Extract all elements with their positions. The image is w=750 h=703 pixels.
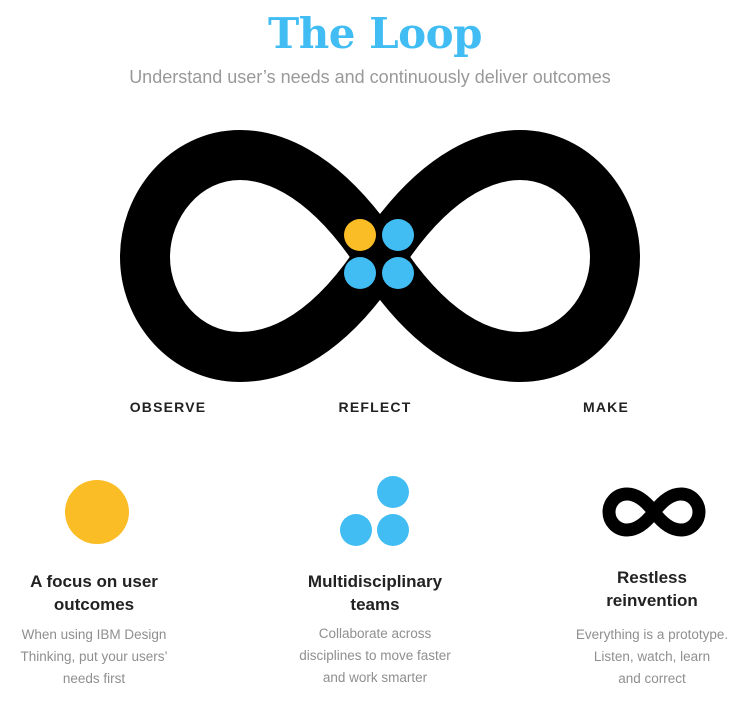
feature-body-restless-reinvention: Everything is a prototype. Listen, watch… <box>532 624 750 690</box>
infinity-icon <box>602 487 706 537</box>
heading-line: reinvention <box>606 591 698 610</box>
heading-line: Restless <box>617 568 687 587</box>
yellow-circle-icon <box>65 480 129 544</box>
body-line: When using IBM Design <box>21 627 167 642</box>
body-line: disciplines to move faster <box>299 648 451 663</box>
center-dot-blue <box>382 219 414 251</box>
feature-heading-multidisciplinary: Multidisciplinary teams <box>255 570 495 616</box>
heading-line: teams <box>350 595 400 614</box>
center-dot-yellow <box>344 219 376 251</box>
heading-line: Multidisciplinary <box>307 572 443 591</box>
body-line: Collaborate across <box>318 626 432 641</box>
center-dot-blue <box>382 257 414 289</box>
stage-label-observe: OBSERVE <box>129 399 207 415</box>
feature-heading-user-outcomes: A focus on user outcomes <box>0 570 214 616</box>
body-line: needs first <box>62 671 126 686</box>
body-line: and correct <box>618 671 686 686</box>
infinity-loop-shape <box>120 130 640 382</box>
feature-body-user-outcomes: When using IBM Design Thinking, put your… <box>0 624 214 690</box>
stage-label-make: MAKE <box>582 399 630 415</box>
feature-heading-restless-reinvention: Restless reinvention <box>532 566 750 612</box>
heading-line: outcomes <box>53 595 135 614</box>
body-line: Listen, watch, learn <box>593 649 711 664</box>
feature-body-multidisciplinary: Collaborate across disciplines to move f… <box>255 623 495 689</box>
body-line: and work smarter <box>322 670 428 685</box>
stage-label-reflect: REFLECT <box>338 399 412 415</box>
page-subtitle: Understand user’s needs and continuously… <box>129 67 611 87</box>
heading-line: A focus on user <box>30 572 158 591</box>
body-line: Everything is a prototype. <box>575 627 729 642</box>
center-dot-blue <box>344 257 376 289</box>
page-title: The Loop <box>267 9 483 58</box>
body-line: Thinking, put your users’ <box>20 649 168 664</box>
three-blue-dots-icon <box>340 476 409 546</box>
